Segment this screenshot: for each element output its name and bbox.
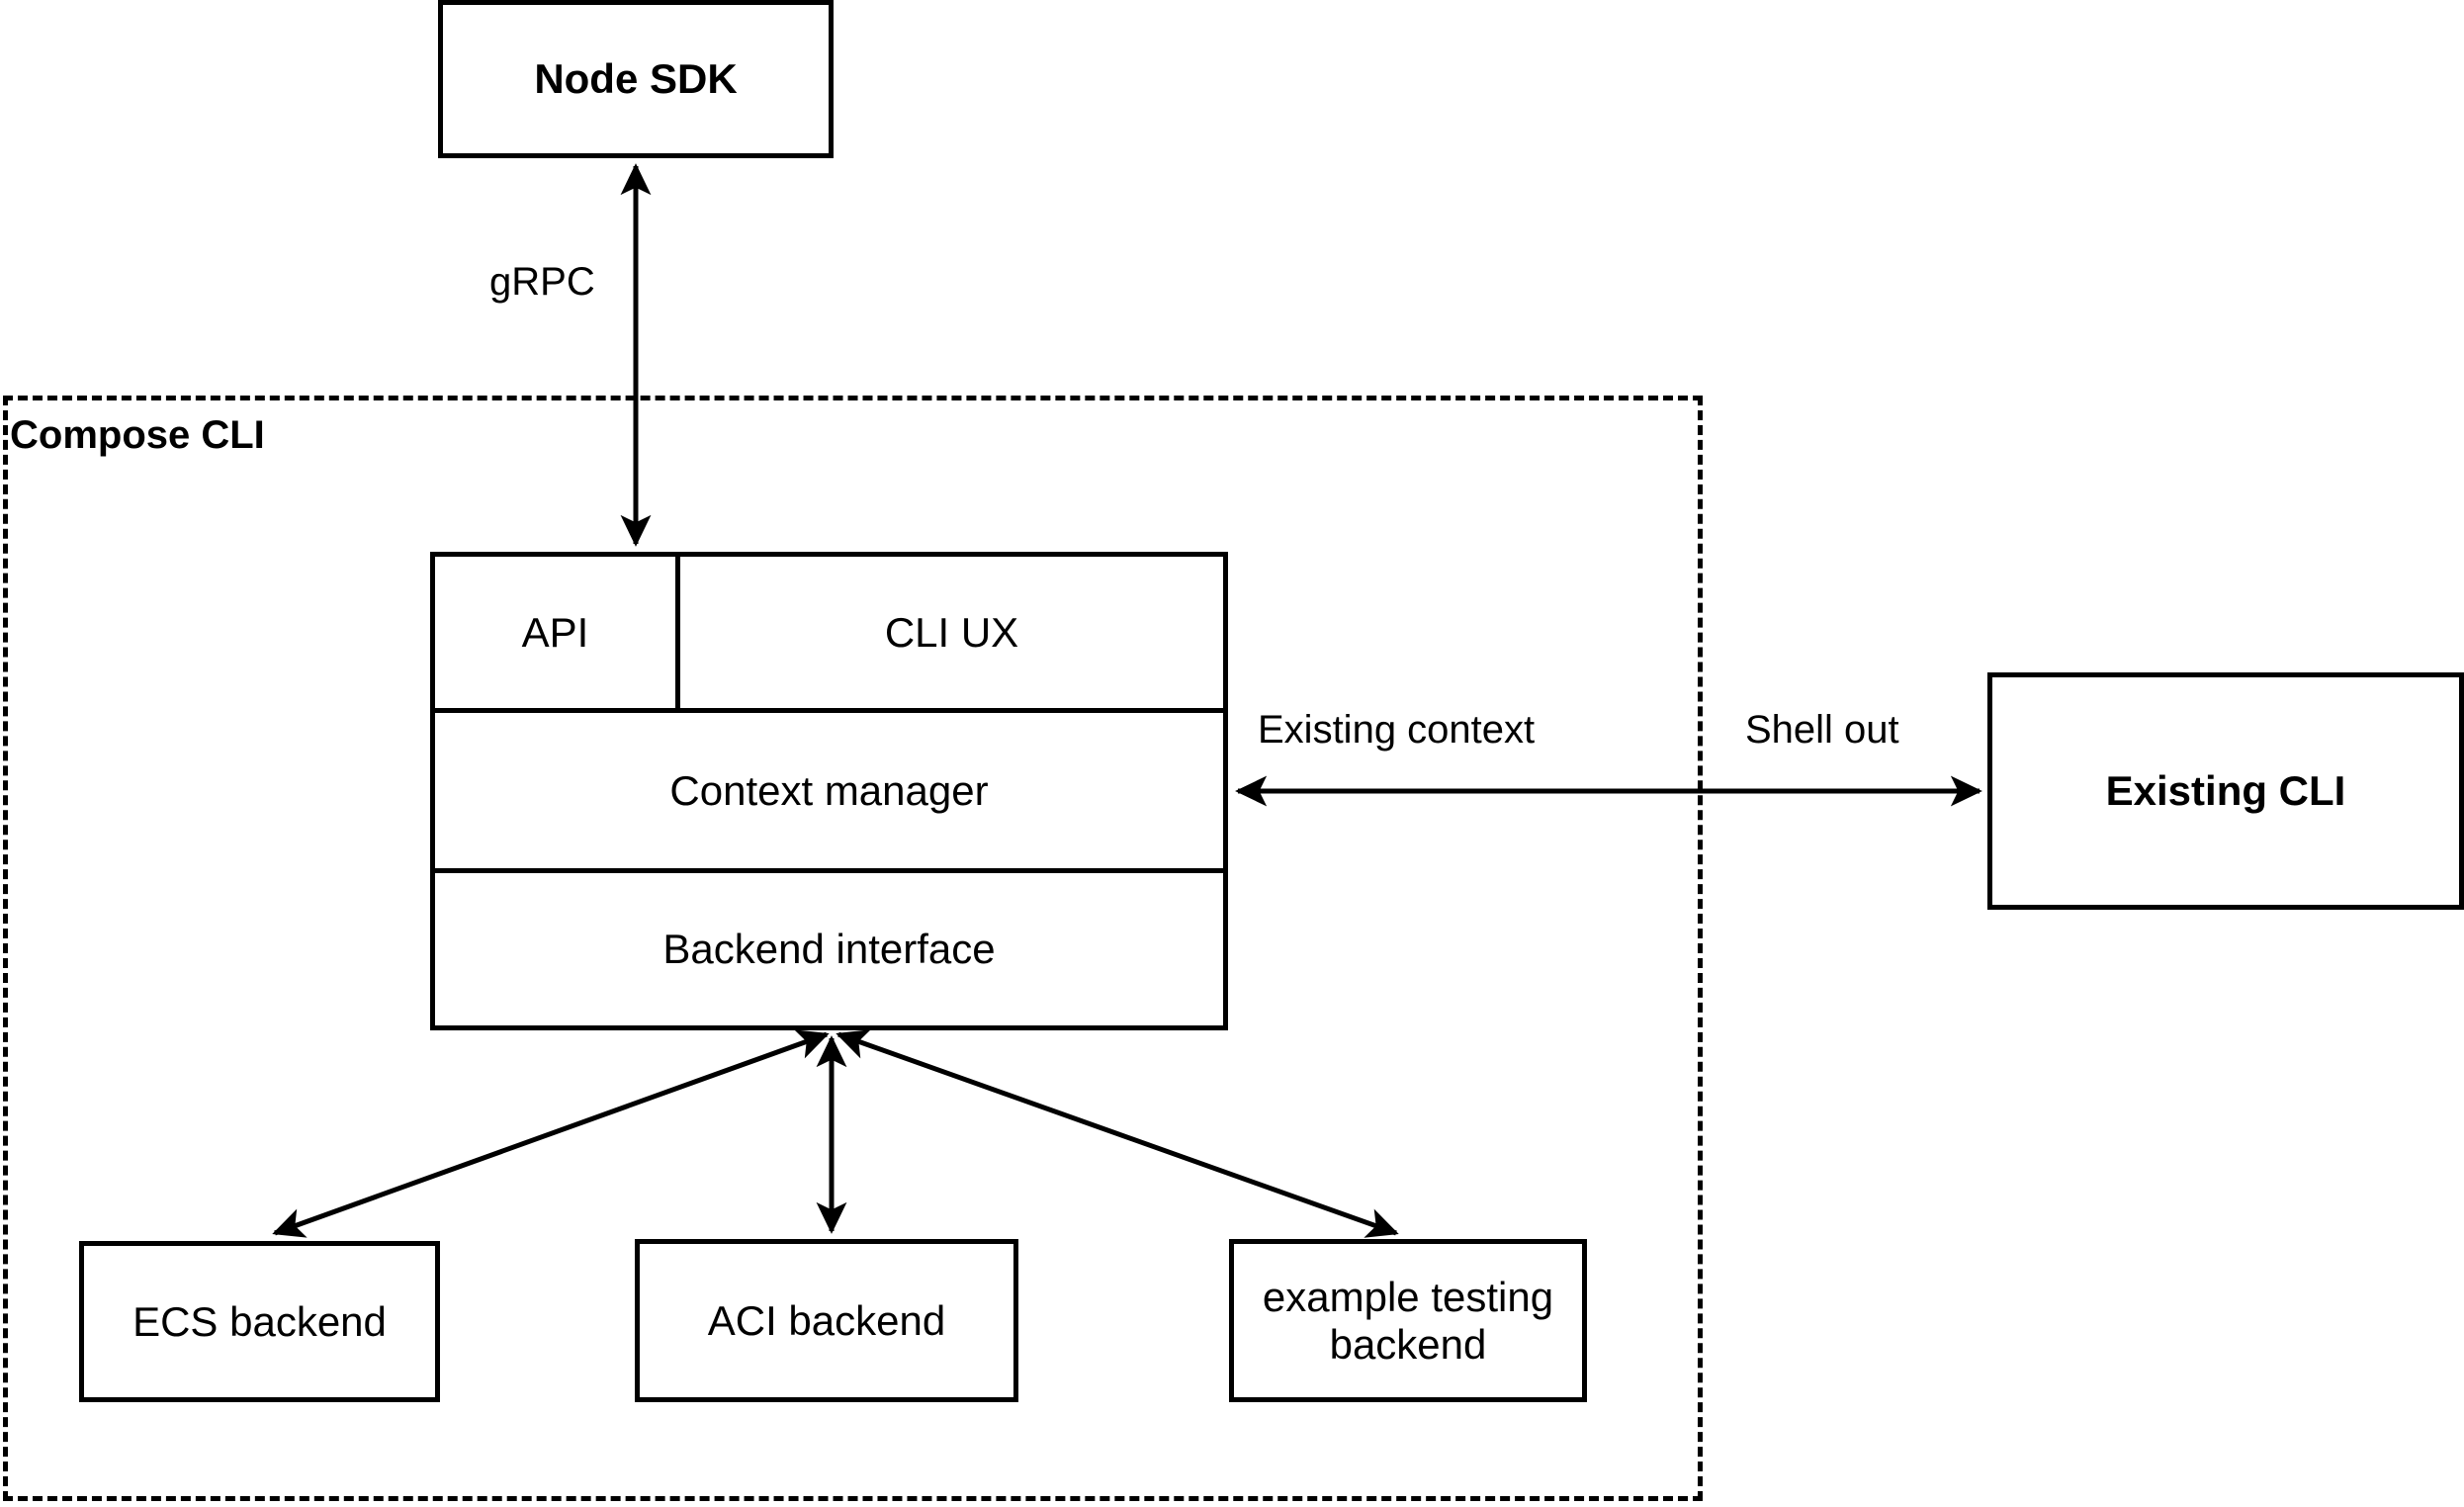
api-cell[interactable]: API [435,557,675,708]
compose-cli-group-label: Compose CLI [10,413,265,457]
example-testing-backend-box[interactable]: example testing backend [1229,1239,1587,1402]
aci-backend-box[interactable]: ACI backend [635,1239,1018,1402]
existing-cli-box[interactable]: Existing CLI [1987,672,2464,910]
stack-divider-api-context [430,708,1228,713]
node-sdk-box[interactable]: Node SDK [438,0,834,158]
cli-ux-label: CLI UX [884,608,1019,656]
context-manager-label: Context manager [669,766,989,814]
aci-backend-label: ACI backend [707,1296,946,1344]
backend-interface-cell[interactable]: Backend interface [435,873,1223,1025]
backend-interface-label: Backend interface [662,926,996,972]
ecs-backend-label: ECS backend [132,1297,387,1345]
existing-cli-label: Existing CLI [2105,767,2346,815]
cli-ux-cell[interactable]: CLI UX [680,557,1223,708]
grpc-edge-label: gRPC [489,260,595,304]
edge-backend-to-example-testing [836,1029,1399,1238]
stack-divider-context-backend [430,868,1228,873]
edge-backend-to-ecs [272,1029,830,1238]
compose-cli-group-border [3,396,1703,1501]
api-label: API [521,608,589,656]
ecs-backend-box[interactable]: ECS backend [79,1241,440,1402]
example-testing-backend-label-line1: example testing [1262,1274,1554,1321]
shell-out-edge-label: Shell out [1745,708,1899,752]
node-sdk-label: Node SDK [534,55,738,103]
context-manager-cell[interactable]: Context manager [435,713,1223,868]
compose-cli-stack [430,552,1228,1030]
example-testing-backend-label-line2: backend [1329,1320,1487,1368]
stack-divider-api-cliux [675,557,680,708]
existing-context-edge-label: Existing context [1258,708,1536,752]
